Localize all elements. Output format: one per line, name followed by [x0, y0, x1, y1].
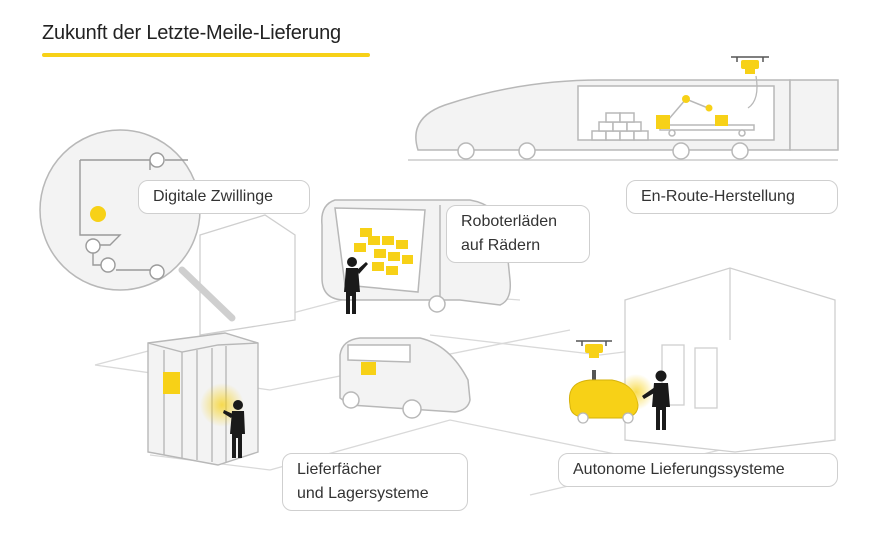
person-icon-delivery: [642, 370, 670, 430]
circuit-diagram: [79, 152, 188, 280]
building-right: [624, 267, 836, 453]
twin-active-node: [90, 206, 106, 222]
magnifier-icon: [39, 129, 236, 322]
label-lockers: Lieferfächer und Lagersysteme: [282, 453, 468, 511]
drone-path: [747, 75, 758, 109]
robot-store-packages: [354, 228, 413, 275]
locker-open-box: [163, 372, 180, 394]
person-icon: [344, 257, 368, 314]
drone-icon: [731, 56, 769, 74]
label-robot-stores: Roboterläden auf Rädern: [446, 205, 590, 263]
train-packages-accent: [656, 95, 728, 129]
page-title: Zukunft der Letzte-Meile-Lieferung: [42, 22, 341, 44]
delivery-scan-glow: [618, 374, 654, 410]
autonomous-vehicle-icon: [339, 337, 471, 419]
person-icon-lockers: [223, 400, 245, 458]
label-autonomous: Autonome Lieferungssysteme: [558, 453, 838, 487]
drone-icon-delivery: [576, 340, 612, 358]
building-left: [199, 214, 296, 336]
train-icon: [408, 79, 839, 161]
label-en-route: En-Route-Herstellung: [626, 180, 838, 214]
label-digital-twins: Digitale Zwillinge: [138, 180, 310, 214]
title-underline: [42, 53, 370, 57]
vehicle-package: [361, 362, 376, 375]
